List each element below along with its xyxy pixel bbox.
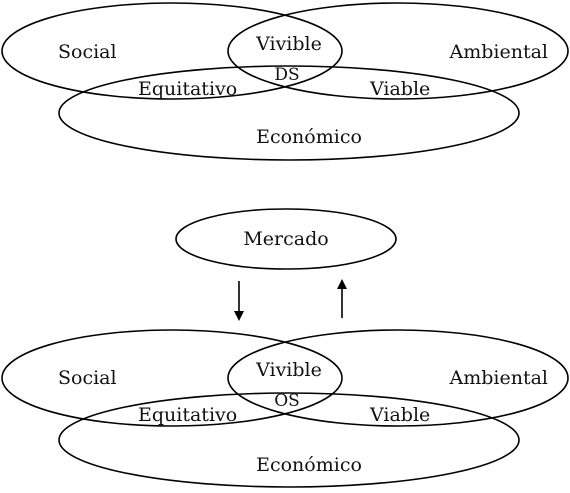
top-vivible-label: Vivible xyxy=(255,33,322,55)
bottom-economico-label: Económico xyxy=(256,454,362,476)
top-venn: Social Ambiental Vivible Equitativo Viab… xyxy=(1,2,569,161)
bottom-center-label: OS xyxy=(274,391,300,411)
bottom-equitativo-label: Equitativo xyxy=(138,404,237,426)
top-economico-ellipse xyxy=(58,65,520,161)
top-social-ellipse xyxy=(1,2,343,100)
bottom-ambiental-ellipse xyxy=(227,329,569,427)
top-center-label: DS xyxy=(274,65,299,85)
top-ambiental-ellipse xyxy=(227,2,569,100)
market-label: Mercado xyxy=(243,228,328,250)
bottom-social-label: Social xyxy=(58,367,117,389)
bottom-viable-label: Viable xyxy=(369,404,430,426)
bottom-vivible-label: Vivible xyxy=(255,359,322,381)
market-ellipse xyxy=(175,208,397,270)
top-social-label: Social xyxy=(58,41,117,63)
top-ambiental-label: Ambiental xyxy=(449,41,549,63)
top-equitativo-label: Equitativo xyxy=(138,78,237,100)
bottom-economico-ellipse xyxy=(58,392,520,488)
top-viable-label: Viable xyxy=(369,78,430,100)
bottom-social-ellipse xyxy=(1,329,343,427)
bottom-venn: Social Ambiental Vivible Equitativo Viab… xyxy=(1,329,569,488)
top-economico-label: Económico xyxy=(256,126,362,148)
bottom-ambiental-label: Ambiental xyxy=(449,367,549,389)
market-node: Mercado xyxy=(175,208,397,270)
